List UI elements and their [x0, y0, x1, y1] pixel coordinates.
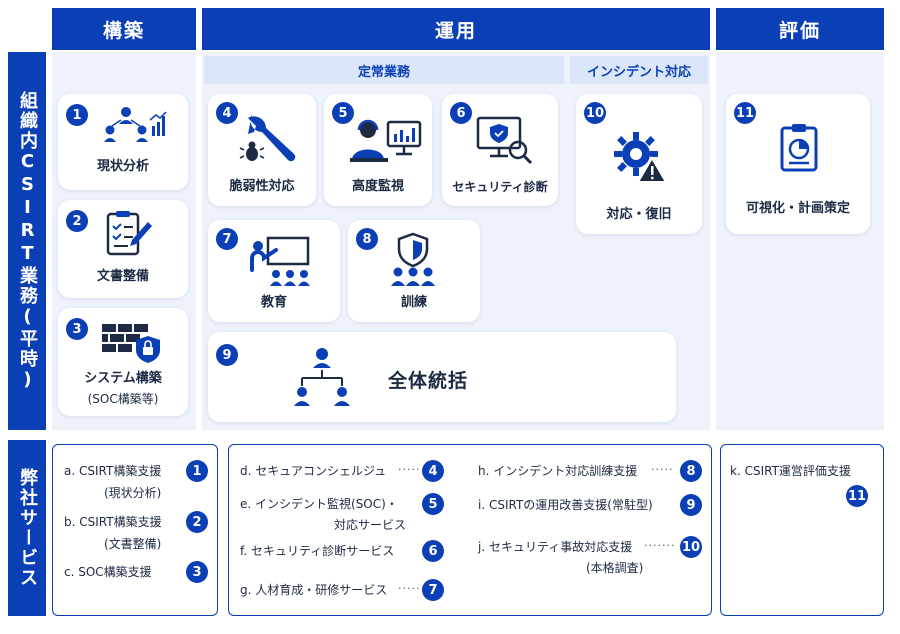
card-vulnerability: 4 脆弱性対応: [208, 94, 316, 206]
service-i: i. CSIRTの運用改善支援(常駐型): [478, 498, 653, 512]
card-label: 現状分析: [96, 159, 149, 174]
card-label: 可視化・計画策定: [745, 201, 850, 216]
card-document-prep: 2 文書整備: [58, 200, 188, 298]
service-b: b. CSIRT構築支援: [64, 515, 162, 529]
card-label: 全体統括: [388, 370, 469, 392]
card-label: 教育: [260, 295, 287, 310]
card-label: 脆弱性対応: [229, 179, 295, 194]
service-e: e. インシデント監視(SOC)・: [240, 497, 398, 511]
card-label: 高度監視: [351, 179, 404, 194]
wrench-bug-icon: [239, 114, 296, 162]
subheader-incident: インシデント対応: [570, 56, 708, 84]
card-number-badge: 3: [66, 318, 88, 340]
column-header-evaluate: 評価: [716, 8, 884, 50]
card-number-badge: 4: [216, 102, 238, 124]
service-b-sub: (文書整備): [104, 537, 162, 551]
card-number-badge: 9: [216, 344, 238, 366]
card-number-badge: 8: [356, 228, 378, 250]
card-security-assessment: 6 セキュリティ診断: [442, 94, 558, 206]
service-number-badge: 7: [422, 579, 444, 601]
card-number-badge: 6: [450, 102, 472, 124]
leader-dots: ·····: [651, 463, 674, 476]
service-e-sub: 対応サービス: [334, 518, 407, 532]
service-number-badge: 4: [422, 460, 444, 482]
shield-team-icon: [391, 232, 435, 286]
clipboard-chart-icon: [780, 124, 818, 172]
gear-warning-icon: [614, 132, 668, 183]
presentation-audience-icon: [250, 236, 310, 286]
card-label: 訓練: [400, 295, 427, 310]
firewall-lock-icon: [102, 324, 160, 363]
service-a-sub: (現状分析): [104, 486, 162, 500]
card-advanced-monitoring: 5 高度監視: [324, 94, 432, 206]
leader-dots: ·······: [644, 539, 676, 552]
leader-dots: ·····: [398, 582, 421, 595]
card-label: 対応・復旧: [606, 207, 672, 222]
column-header-build: 構築: [52, 8, 196, 50]
card-number-badge: 5: [332, 102, 354, 124]
service-number-badge: 1: [186, 460, 208, 482]
service-h: h. インシデント対応訓練支援: [478, 464, 638, 478]
monitor-shield-search-icon: [476, 116, 533, 165]
card-system-build: 3 システム構築 (SOC構築等): [58, 308, 188, 416]
service-number-badge: 2: [186, 511, 208, 533]
subheader-routine: 定常業務: [204, 56, 564, 84]
service-number-badge: 9: [680, 494, 702, 516]
hierarchy-icon: [294, 348, 350, 406]
card-number-badge: 2: [66, 210, 88, 232]
row-label-csirt-operations: 組織内CSIRT業務(平時): [8, 52, 46, 430]
service-number-badge: 6: [422, 540, 444, 562]
service-g: g. 人材育成・研修サービス: [240, 583, 388, 597]
row-label-our-services: 弊社サービス: [8, 440, 46, 616]
card-training: 8 訓練: [348, 220, 480, 322]
service-k: k. CSIRT運営評価支援: [730, 464, 851, 478]
service-j: j. セキュリティ事故対応支援: [478, 540, 633, 554]
service-box-evaluate: [720, 444, 884, 616]
card-current-analysis: 1 現状分析: [58, 94, 188, 190]
service-number-badge: 10: [680, 536, 702, 558]
service-number-badge: 5: [422, 493, 444, 515]
service-j-sub: (本格調査): [586, 561, 644, 575]
service-c: c. SOC構築支援: [64, 565, 152, 579]
leader-dots: ·····: [398, 463, 421, 476]
org-chart-analysis-icon: [104, 107, 167, 142]
column-header-operate: 運用: [202, 8, 710, 50]
service-number-badge: 11: [846, 485, 868, 507]
card-number-badge: 1: [66, 104, 88, 126]
card-overall-management: 9 全体統括: [208, 332, 676, 422]
card-sublabel: (SOC構築等): [87, 392, 159, 406]
document-checklist-icon: [106, 211, 152, 256]
operator-monitor-icon: [350, 119, 422, 162]
card-label: セキュリティ診断: [452, 180, 548, 194]
service-a: a. CSIRT構築支援: [64, 464, 162, 478]
card-education: 7 教育: [208, 220, 340, 322]
card-label: システム構築: [84, 371, 162, 386]
service-box-operate: [228, 444, 712, 616]
service-number-badge: 8: [680, 460, 702, 482]
card-number-badge: 10: [584, 102, 606, 124]
service-number-badge: 3: [186, 561, 208, 583]
card-number-badge: 11: [734, 102, 756, 124]
card-number-badge: 7: [216, 228, 238, 250]
card-visualization-planning: 11 可視化・計画策定: [726, 94, 870, 234]
service-f: f. セキュリティ診断サービス: [240, 544, 395, 558]
service-d: d. セキュアコンシェルジュ: [240, 464, 387, 478]
card-label: 文書整備: [96, 269, 149, 284]
card-response-recovery: 10 対応・復旧: [576, 94, 702, 234]
